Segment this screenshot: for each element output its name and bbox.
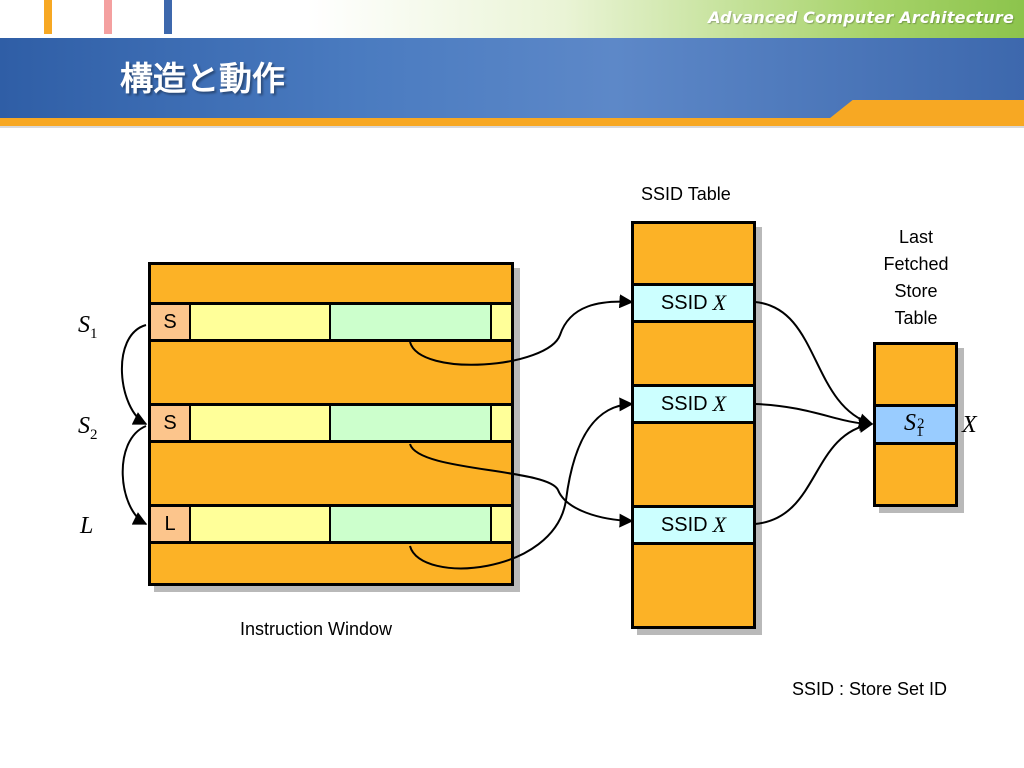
iw-row-end-field	[492, 406, 511, 440]
iw-row-yellow-field	[191, 406, 331, 440]
arrow-ssid3-to-lfst	[754, 419, 874, 525]
row-label-main: S	[78, 413, 90, 439]
arrow-ssid2-to-lfst	[754, 403, 874, 431]
row-label-s2: S2	[78, 413, 98, 444]
decor-stripe-pink	[104, 0, 112, 34]
decor-stripe-orange	[44, 0, 52, 34]
lfst-title-line: Fetched	[883, 254, 949, 274]
title-bar: 構造と動作	[0, 38, 1024, 118]
ssid-entry-var: X	[712, 290, 727, 315]
top-banner: Advanced Computer Architecture	[0, 0, 1024, 38]
iw-row-green-field	[331, 406, 492, 440]
ssid-entry-text: SSID	[660, 291, 708, 314]
iw-row-store-2: S	[151, 403, 511, 443]
iw-row-yellow-field	[191, 305, 331, 339]
iw-row-store-1: S	[151, 302, 511, 342]
iw-row-end-field	[492, 507, 511, 541]
iw-row-load: L	[151, 504, 511, 544]
row-label-main: S	[78, 312, 90, 338]
footnote: SSID : Store Set ID	[792, 679, 948, 699]
ssid-entry-var: X	[712, 391, 727, 416]
lfst-entry-sub: 1	[916, 423, 924, 440]
lfst-entry-overlay: 2	[917, 416, 925, 433]
iw-row-tag: S	[151, 406, 191, 440]
lfst-side-label: X	[962, 412, 977, 438]
row-label-sub: 1	[90, 325, 98, 342]
row-label-l: L	[80, 513, 93, 540]
slide-title: 構造と動作	[120, 59, 285, 98]
iw-row-tag: S	[151, 305, 191, 339]
ssid-table-title: SSID Table	[641, 184, 731, 204]
arrow-s1-to-s2	[120, 324, 148, 425]
lfst-entry	[876, 404, 955, 445]
lfst-entry-main: S	[904, 410, 916, 436]
iw-row-tag: L	[151, 507, 191, 541]
lfst-title-line: Table	[894, 308, 938, 328]
row-label-main: L	[80, 513, 94, 539]
iw-row-end-field	[492, 305, 511, 339]
iw-row-green-field	[331, 305, 492, 339]
iw-row-yellow-field	[191, 507, 331, 541]
row-label-s1: S1	[78, 312, 98, 343]
instruction-window-caption: Instruction Window	[240, 619, 393, 639]
brand-text: Advanced Computer Architecture	[708, 8, 1014, 27]
lfst-title-line: Store	[894, 281, 938, 301]
ssid-entry-text: SSID	[660, 392, 708, 415]
header-divider	[0, 126, 1024, 128]
ssid-entry-var: X	[712, 512, 727, 537]
arrow-s2-to-l	[121, 425, 148, 525]
lfst-title: Last Fetched Store Table	[866, 224, 966, 332]
row-label-sub: 2	[90, 426, 98, 443]
iw-row-green-field	[331, 507, 492, 541]
lfst-title-line: Last	[898, 227, 934, 247]
lfst-entry-sub-overlay: 2	[917, 416, 925, 432]
ssid-entry-text: SSID	[660, 513, 708, 536]
title-accent-bar	[0, 118, 1024, 126]
arrow-ssid1-to-lfst	[754, 301, 874, 427]
decor-stripe-blue	[164, 0, 172, 34]
lfst-entry-label: S1	[904, 410, 924, 441]
